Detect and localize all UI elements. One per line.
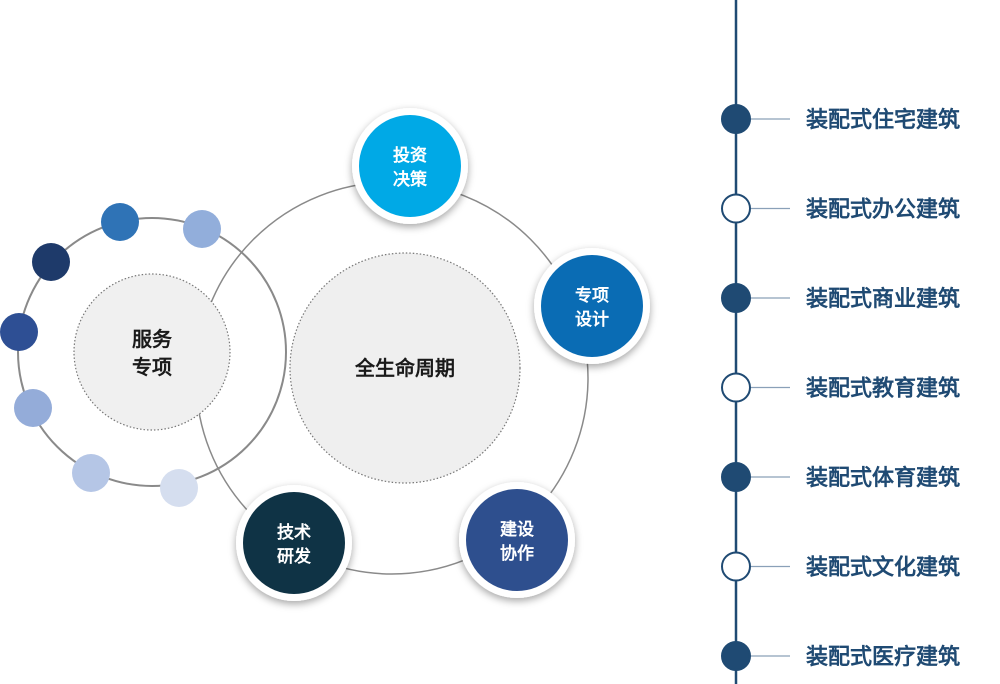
node-label-line1: 投资 (393, 145, 427, 166)
building-type-timeline: 装配式住宅建筑装配式办公建筑装配式商业建筑装配式教育建筑装配式体育建筑装配式文化… (721, 0, 960, 684)
service-dot (101, 203, 139, 241)
timeline-label: 装配式商业建筑 (806, 286, 960, 312)
service-dot (32, 243, 70, 281)
node-label-line2: 决策 (393, 169, 428, 190)
timeline-dot-filled (721, 104, 751, 134)
service-dot (0, 313, 38, 351)
timeline-item: 装配式体育建筑 (721, 462, 960, 492)
node-label-line1: 技术 (277, 522, 311, 543)
node-label-line1: 建设 (500, 519, 534, 540)
service-label-line2: 专项 (132, 355, 172, 379)
service-dot (160, 469, 198, 507)
timeline-label: 装配式住宅建筑 (806, 107, 960, 133)
node-label-line2: 研发 (277, 546, 312, 567)
timeline-dot-hollow (721, 372, 751, 403)
timeline-label: 装配式文化建筑 (806, 555, 960, 581)
timeline-item: 装配式商业建筑 (721, 283, 960, 313)
timeline-label: 装配式办公建筑 (806, 197, 960, 223)
service-label-line1: 服务 (132, 327, 173, 351)
timeline-dot-hollow (721, 551, 751, 582)
timeline-item: 装配式医疗建筑 (721, 641, 960, 671)
center-label: 全生命周期 (354, 356, 455, 380)
timeline-label: 装配式医疗建筑 (806, 644, 960, 670)
timeline-label: 装配式体育建筑 (806, 465, 960, 491)
service-circle: 服务 专项 (73, 273, 231, 431)
timeline-dot-hollow (721, 193, 751, 224)
timeline-dot-filled (721, 283, 751, 313)
timeline-item: 装配式文化建筑 (721, 551, 960, 582)
node-construction-collaboration[interactable]: 建设 协作 (459, 482, 575, 598)
timeline-item: 装配式住宅建筑 (721, 104, 960, 134)
node-technology-research[interactable]: 技术 研发 (236, 485, 352, 601)
service-dot (72, 454, 110, 492)
service-dot (183, 210, 221, 248)
timeline-item: 装配式教育建筑 (721, 372, 960, 403)
node-investment-decision[interactable]: 投资 决策 (352, 108, 468, 224)
node-label-line2: 协作 (500, 543, 534, 564)
timeline-dot-filled (721, 641, 751, 671)
node-label-line1: 专项 (575, 285, 609, 306)
service-orbit-ring (17, 217, 287, 487)
center-circle: 全生命周期 (289, 252, 521, 484)
node-special-design[interactable]: 专项 设计 (534, 248, 650, 364)
timeline-label: 装配式教育建筑 (806, 376, 960, 402)
timeline-dot-filled (721, 462, 751, 492)
node-label-line2: 设计 (575, 309, 609, 330)
service-dots (0, 203, 221, 507)
timeline-item: 装配式办公建筑 (721, 193, 960, 224)
service-dot (14, 389, 52, 427)
